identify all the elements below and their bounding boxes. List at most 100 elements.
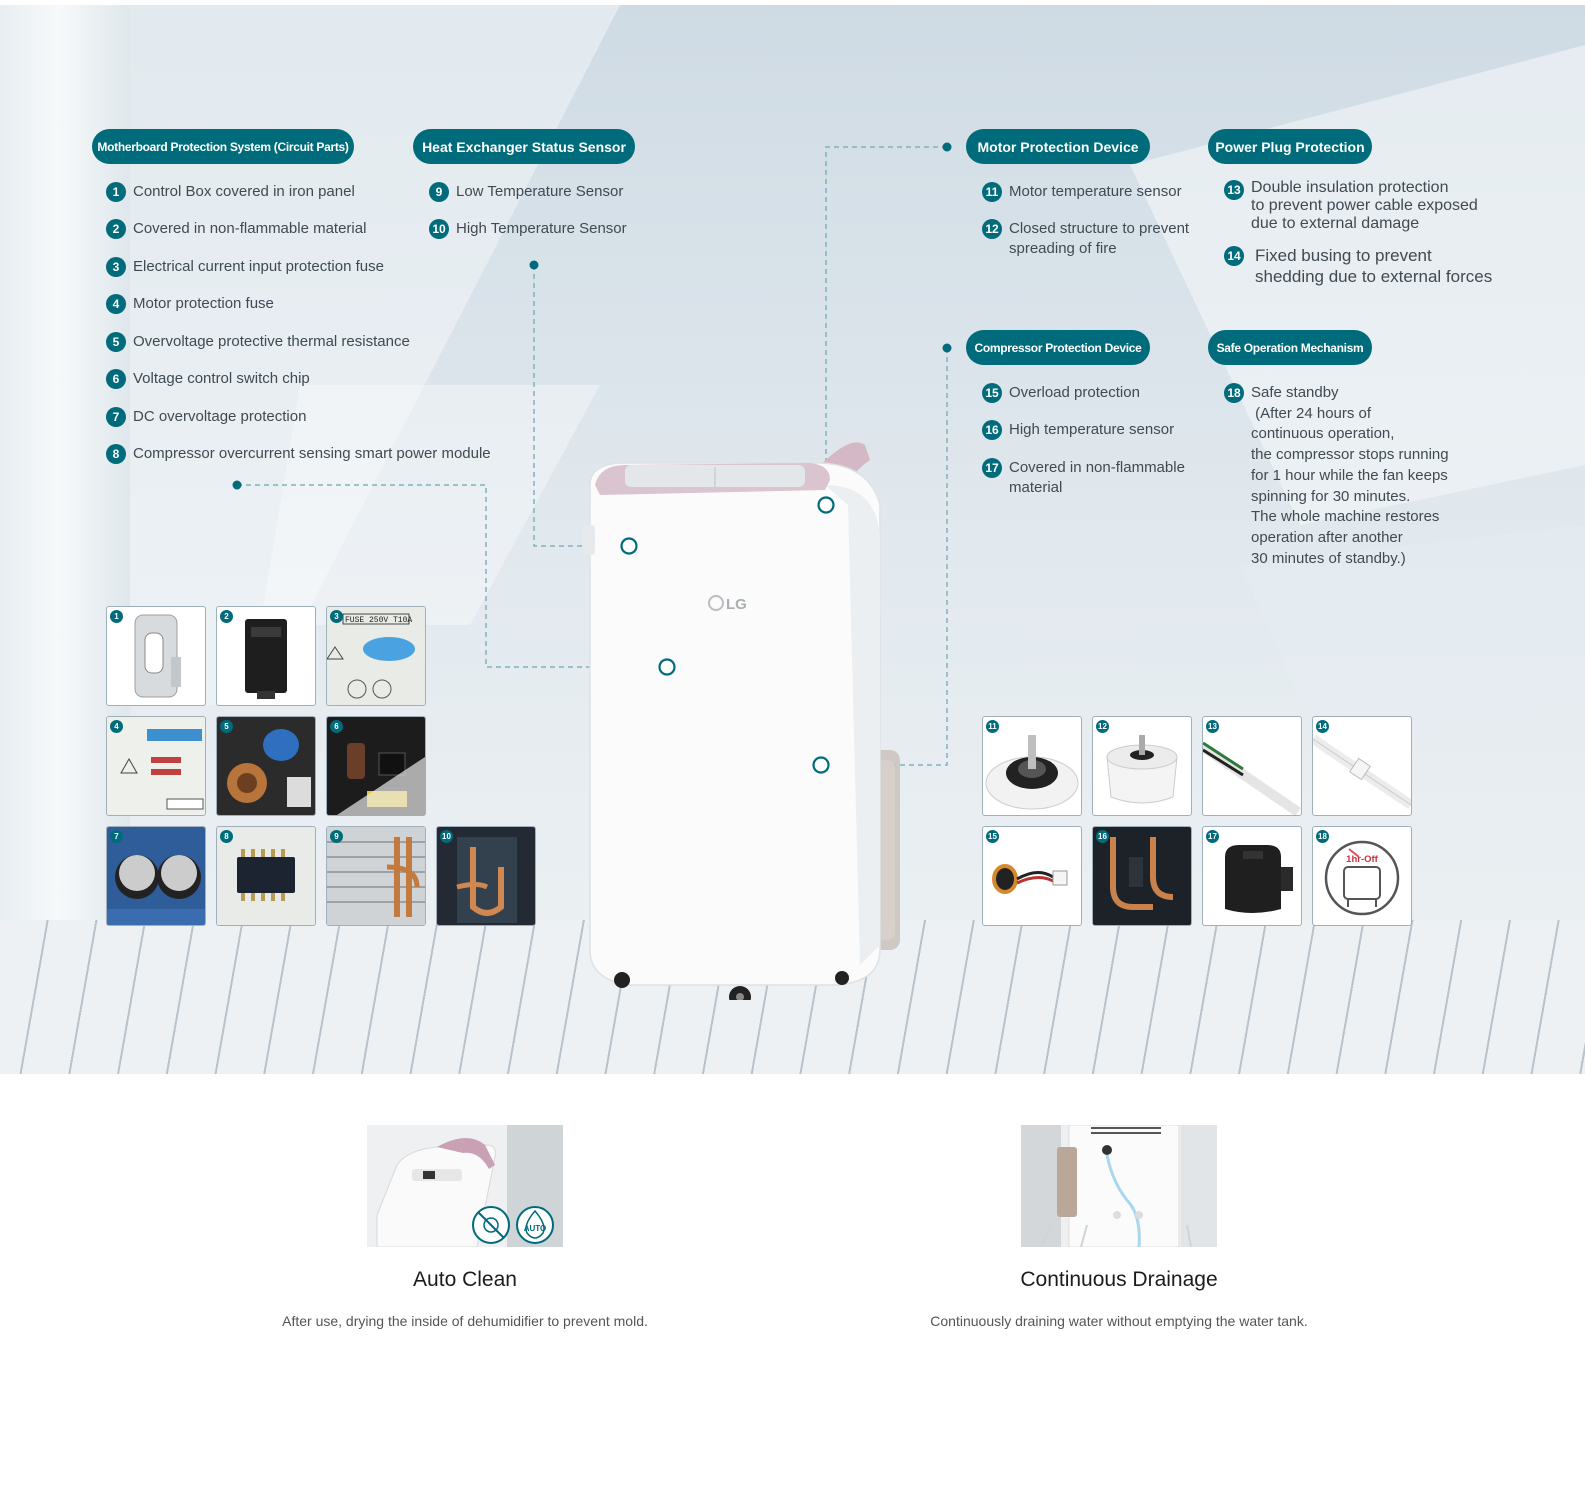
item-text: Compressor overcurrent sensing smart pow… — [133, 445, 491, 462]
item-number: 12 — [982, 219, 1002, 239]
connector-dot — [232, 480, 242, 490]
thumbnail-overload-protection: 15 — [982, 826, 1082, 926]
infographic-hero: LG Motherboard Protection System (Circui… — [0, 5, 1585, 1074]
item-number: 10 — [429, 219, 449, 239]
svg-text:FUSE 250V T10A: FUSE 250V T10A — [345, 616, 412, 625]
anti-bacteria-icon — [472, 1206, 510, 1244]
item-number: 2 — [106, 219, 126, 239]
thumbnail-input-fuse: 3 FUSE 250V T10A — [326, 606, 426, 706]
thumbnail-number: 12 — [1096, 720, 1109, 733]
hotspot-ring — [620, 537, 638, 555]
badge-power-plug: Power Plug Protection — [1208, 129, 1372, 164]
item-number: 8 — [106, 444, 126, 464]
badge-compressor: Compressor Protection Device — [966, 330, 1150, 365]
badge-safe-operation: Safe Operation Mechanism — [1208, 330, 1372, 365]
thumbnail-number: 6 — [330, 720, 343, 733]
thumbnail-number: 17 — [1206, 830, 1219, 843]
continuous-drainage-image — [1021, 1125, 1217, 1247]
item-number: 15 — [982, 383, 1002, 403]
thumbnail-number: 5 — [220, 720, 233, 733]
item-text: High temperature sensor — [1009, 421, 1175, 438]
thumbnail-motor-temp-sensor: 11 — [982, 716, 1082, 816]
auto-icon: AUTO — [516, 1206, 554, 1244]
list-item: 3 Electrical current input protection fus… — [106, 257, 384, 277]
item-text: DC overvoltage protection — [133, 408, 307, 425]
feature-desc-continuous-drainage: Continuously draining water without empt… — [930, 1313, 1308, 1329]
thumbnail-number: 2 — [220, 610, 233, 623]
item-number: 6 — [106, 369, 126, 389]
thumbnail-control-box: 1 — [106, 606, 206, 706]
list-item: 5 Overvoltage protective thermal resistan… — [106, 332, 410, 352]
thumbnail-number: 16 — [1096, 830, 1109, 843]
thumbnail-number: 10 — [440, 830, 453, 843]
dehumidifier-product: LG — [583, 442, 900, 1000]
item-number: 18 — [1224, 383, 1244, 403]
thumbnail-number: 7 — [110, 830, 123, 843]
item-number: 9 — [429, 182, 449, 202]
item-number: 16 — [982, 420, 1002, 440]
list-item: 9 Low Temperature Sensor — [429, 182, 623, 202]
hotspots — [620, 496, 835, 774]
list-item: 16 High temperature sensor — [982, 420, 1174, 440]
item-number: 3 — [106, 257, 126, 277]
item-number: 14 — [1224, 246, 1244, 266]
item-text: Low Temperature Sensor — [456, 183, 624, 200]
badge-heat-exchanger: Heat Exchanger Status Sensor — [413, 129, 635, 164]
auto-clean-image: AUTO — [367, 1125, 563, 1247]
brand-logo: LG — [726, 596, 747, 613]
thumbnail-nonflammable-cover: 2 — [216, 606, 316, 706]
thumbnail-switch-chip: 6 — [326, 716, 426, 816]
feature-title-auto-clean: Auto Clean — [413, 1268, 517, 1291]
thumbnail-number: 9 — [330, 830, 343, 843]
thumbnail-high-temp-sensor: 10 — [436, 826, 536, 926]
feature-title-continuous-drainage: Continuous Drainage — [1020, 1268, 1218, 1291]
thumbnail-smart-power-module: 8 — [216, 826, 316, 926]
item-number: 13 — [1224, 180, 1244, 200]
item-number: 1 — [106, 182, 126, 202]
connector-lines — [232, 142, 952, 766]
thumbnail-number: 14 — [1316, 720, 1329, 733]
item-number: 5 — [106, 332, 126, 352]
standby-timer-icon: 1hr-Off — [1324, 840, 1400, 916]
thumbnail-number: 4 — [110, 720, 123, 733]
hotspot-ring — [812, 756, 830, 774]
feature-desc-auto-clean: After use, drying the inside of dehumidi… — [282, 1313, 648, 1329]
thumbnail-number: 1 — [110, 610, 123, 623]
item-text: High Temperature Sensor — [456, 220, 627, 237]
thumbnail-low-temp-sensor: 9 — [326, 826, 426, 926]
thumbnail-double-insulation-cable: 13 — [1202, 716, 1302, 816]
thumbnail-closed-structure: 12 — [1092, 716, 1192, 816]
item-text: Motor temperature sensor — [1009, 183, 1182, 200]
thumbnail-number: 18 — [1316, 830, 1329, 843]
item-text: Motor protection fuse — [133, 295, 274, 312]
item-text: Control Box covered in iron panel — [133, 183, 355, 200]
list-item: 8 Compressor overcurrent sensing smart po… — [106, 444, 491, 464]
thumbnail-number: 11 — [986, 720, 999, 733]
item-text: Electrical current input protection fuse — [133, 258, 384, 275]
connector-dot — [942, 142, 952, 152]
item-number: 4 — [106, 294, 126, 314]
thumbnail-compressor-temp-sensor: 16 — [1092, 826, 1192, 926]
list-item: 1 Control Box covered in iron panel — [106, 182, 355, 202]
thumbnail-fixed-busing: 14 — [1312, 716, 1412, 816]
thumbnail-motor-fuse: 4 — [106, 716, 206, 816]
thumbnail-number: 8 — [220, 830, 233, 843]
item-text: Voltage control switch chip — [133, 370, 310, 387]
item-number: 7 — [106, 407, 126, 427]
thumbnail-number: 3 — [330, 610, 343, 623]
item-text: Overvoltage protective thermal resistanc… — [133, 333, 410, 350]
svg-text:AUTO: AUTO — [524, 1224, 547, 1233]
thumbnail-safe-standby: 18 1hr-Off — [1312, 826, 1412, 926]
